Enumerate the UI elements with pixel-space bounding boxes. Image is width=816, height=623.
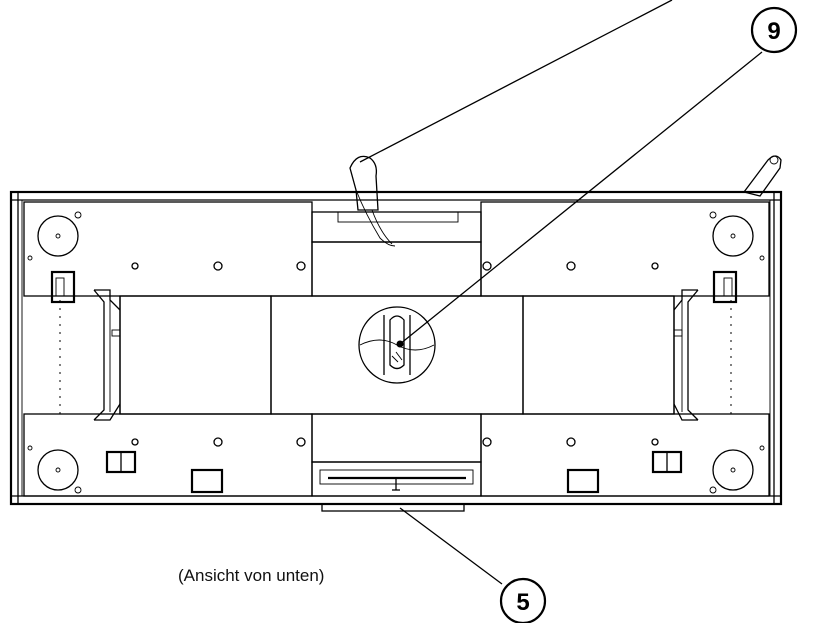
- central-band: [119, 295, 675, 415]
- callout-9-label: 9: [767, 18, 780, 45]
- bottom-protrusion: [321, 503, 465, 512]
- left-bracket: [93, 289, 121, 421]
- leader-line-offscreen: [359, 0, 673, 163]
- view-caption: (Ansicht von unten): [178, 566, 325, 585]
- top-handle: [349, 155, 396, 247]
- callout-5: 5: [499, 577, 547, 623]
- lower-blocks: [105, 450, 683, 494]
- right-bracket: [673, 289, 699, 421]
- leader-lines: [359, 0, 763, 585]
- callout-5-label: 5: [516, 589, 529, 616]
- callout-9: 9: [750, 6, 798, 54]
- right-handle: [742, 155, 782, 197]
- center-mechanism: [358, 306, 436, 384]
- side-latches: [50, 270, 738, 304]
- outer-frame: [9, 190, 783, 506]
- mounting-holes: [131, 261, 659, 447]
- corner-wheels: [27, 211, 765, 494]
- upper-panels: [23, 201, 770, 297]
- leader-line-9: [399, 51, 763, 345]
- leader-line-5: [399, 507, 503, 585]
